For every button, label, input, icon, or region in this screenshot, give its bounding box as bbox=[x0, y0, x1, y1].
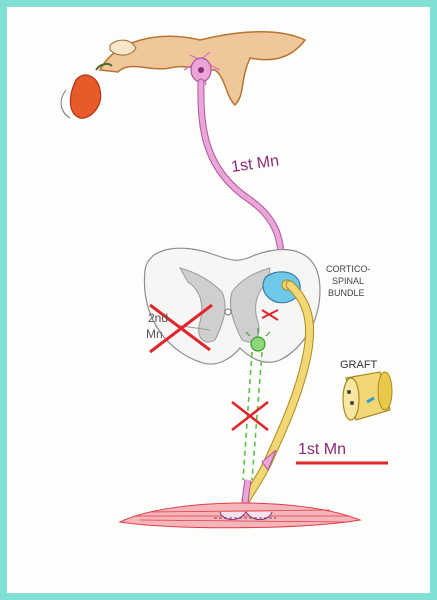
eye-sketch bbox=[70, 75, 100, 118]
muscle-tissue bbox=[120, 503, 360, 528]
cortex-sketch bbox=[61, 32, 305, 118]
graft-cylinder bbox=[343, 372, 392, 420]
axon-lesion-x bbox=[232, 402, 268, 430]
spinal-cord-section bbox=[144, 248, 320, 364]
label-second-mn-line2: Mn bbox=[146, 327, 163, 341]
label-cortico-line2: SPINAL bbox=[332, 276, 364, 286]
label-cortico-line3: BUNDLE bbox=[328, 288, 365, 298]
label-second-mn-line1: 2nd bbox=[148, 311, 168, 325]
label-first-mn-lower: 1st Mn bbox=[298, 441, 346, 458]
label-first-mn-upper: 1st Mn bbox=[230, 152, 280, 176]
label-graft: GRAFT bbox=[340, 359, 378, 371]
label-cortico-line1: CORTICO- bbox=[326, 264, 370, 274]
